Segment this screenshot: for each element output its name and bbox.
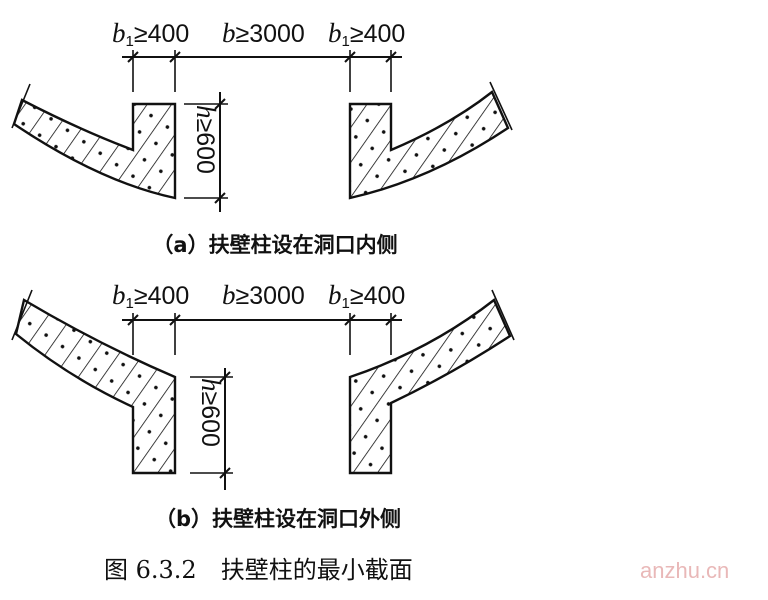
left-wall-pilaster-section [12, 98, 177, 200]
b-mid-label: b≥3000 [222, 18, 305, 48]
left-wall-pilaster-section [14, 298, 177, 475]
watermark: anzhu.cn [640, 558, 729, 583]
right-wall-pilaster-section [348, 90, 510, 200]
h-dimension [190, 368, 233, 490]
dimension-line-top [122, 50, 402, 92]
b1-left-label: b1≥400 [112, 18, 189, 50]
b-mid-label: b≥3000 [222, 280, 305, 310]
panel-b: b1≥400 b≥3000 b1≥400 h≥600 （b）扶壁柱设在洞口外侧 [11, 280, 515, 531]
dimension-line-top [122, 313, 402, 355]
right-wall-pilaster-section [348, 298, 512, 475]
b1-right-label: b1≥400 [328, 18, 405, 50]
b1-right-label: b1≥400 [328, 280, 405, 312]
h-label: h≥600 [191, 105, 221, 174]
figure-caption: 图 6.3.2 扶壁柱的最小截面 [104, 556, 413, 584]
caption-b: （b）扶壁柱设在洞口外侧 [155, 507, 401, 531]
caption-a: （a）扶壁柱设在洞口内侧 [152, 233, 397, 257]
b1-left-label: b1≥400 [112, 280, 189, 312]
h-label: h≥600 [196, 378, 226, 447]
h-dimension [184, 92, 228, 212]
panel-a: b1≥400 b≥3000 b1≥400 h≥600 （a）扶壁柱设在洞口内侧 [11, 18, 513, 257]
